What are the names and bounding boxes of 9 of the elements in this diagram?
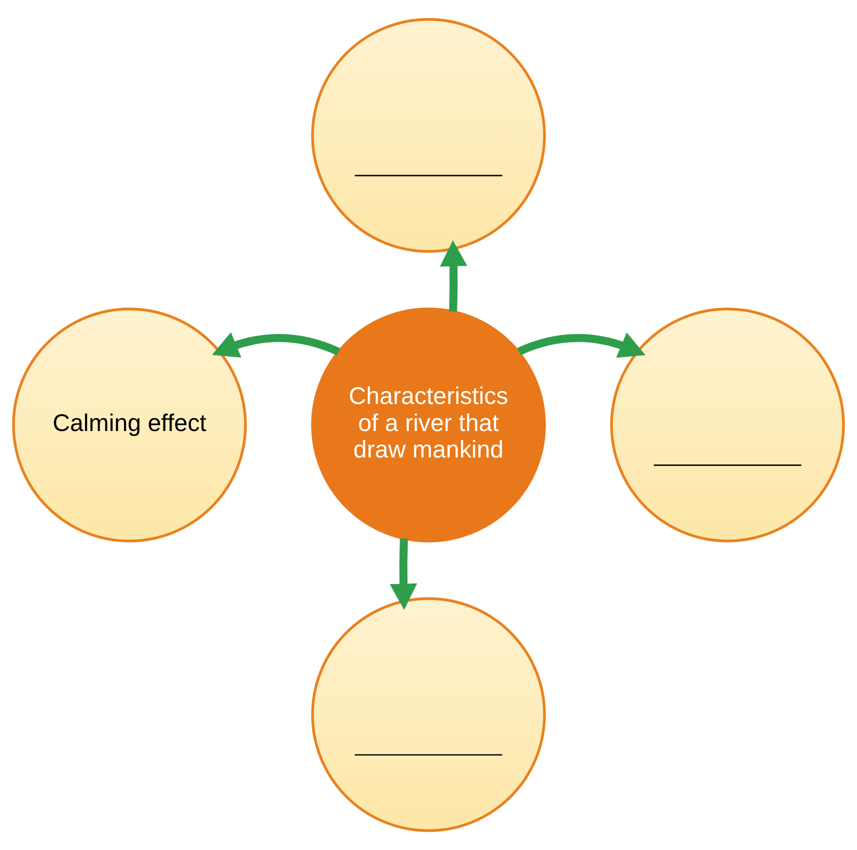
arrow xyxy=(212,332,340,358)
node-circle: Calming effect xyxy=(12,308,247,542)
node-circle: Characteristics of a river that draw mankind xyxy=(311,308,546,542)
node-circle xyxy=(311,597,546,832)
node-circle xyxy=(610,308,845,542)
arrow xyxy=(517,332,646,358)
node-circle xyxy=(311,18,546,253)
arrow xyxy=(440,240,468,312)
arrow xyxy=(390,538,418,610)
